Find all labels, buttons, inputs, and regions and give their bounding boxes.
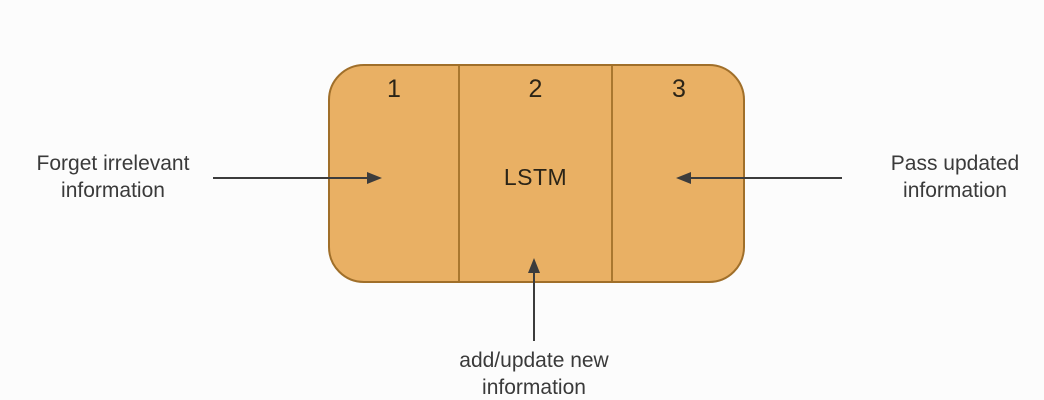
section-number-3: 3 xyxy=(672,75,686,103)
add-update-label: add/update new information xyxy=(459,349,609,400)
forget-label: Forget irrelevant information xyxy=(36,152,190,203)
pass-label: Pass updated information xyxy=(890,152,1020,203)
section-divider-2 xyxy=(611,66,613,281)
section-divider-1 xyxy=(458,66,460,281)
lstm-label: LSTM xyxy=(503,164,568,190)
section-number-1: 1 xyxy=(387,75,401,103)
section-number-2: 2 xyxy=(528,75,543,103)
lstm-box: 1 2 3 LSTM xyxy=(328,64,745,283)
